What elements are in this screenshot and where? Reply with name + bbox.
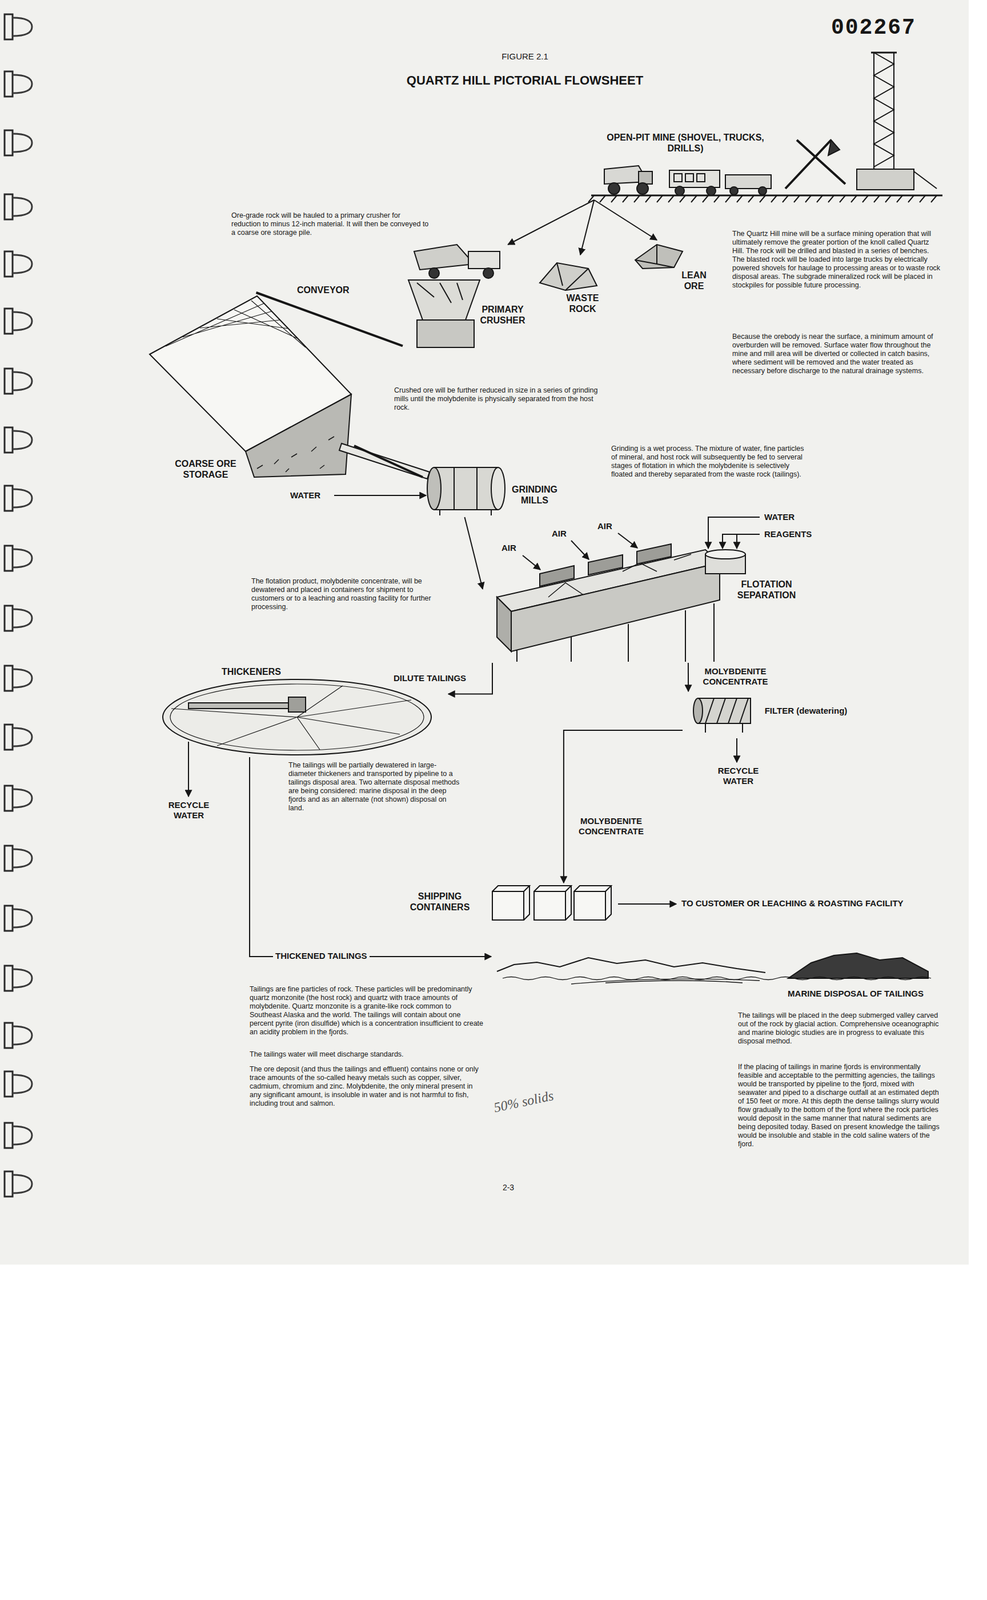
stream-label: DILUTE TAILINGS [379, 672, 480, 684]
stream-label: THICKENED TAILINGS [273, 950, 370, 961]
station-label: WASTE ROCK [556, 292, 609, 315]
note-text: Because the orebody is near the surface,… [732, 332, 941, 376]
stream-label: REAGENTS [764, 528, 828, 540]
stream-label: AIR [597, 520, 624, 532]
process-station: SHIPPING CONTAINERS [402, 882, 615, 921]
binder-rings [4, 14, 32, 1197]
process-station: FILTER (dewatering) [682, 691, 857, 737]
filter-illustration [693, 697, 751, 762]
station-label: LEAN ORE [673, 269, 714, 292]
station-label: THICKENERS [217, 665, 286, 677]
process-station: PRIMARY CRUSHER [402, 244, 530, 357]
flow-arrow [249, 756, 492, 957]
stream-label: RECYCLE WATER [161, 799, 216, 821]
station-label: GRINDING MILLS [508, 483, 561, 506]
crusher-illustration [408, 244, 500, 348]
flow-arrow [464, 516, 484, 589]
process-station: FLOTATION SEPARATION [482, 528, 806, 663]
coarse-ore-pile [149, 295, 430, 479]
station-label: OPEN-PIT MINE (SHOVEL, TRUCKS, DRILLS) [605, 131, 766, 154]
destination-label: TO CUSTOMER OR LEACHING & ROASTING FACIL… [681, 897, 979, 909]
stream-label: RECYCLE WATER [711, 765, 766, 786]
note-text: The ore deposit (and thus the tailings a… [249, 1064, 484, 1108]
note-text: The flotation product, molybdenite conce… [251, 576, 446, 612]
station-label: SHIPPING CONTAINERS [402, 890, 477, 913]
station-label: PRIMARY CRUSHER [476, 303, 529, 326]
stream-label: WATER [764, 511, 816, 523]
station-label: COARSE ORE STORAGE [168, 458, 243, 480]
note-text: Ore-grade rock will be hauled to a prima… [231, 211, 432, 238]
station-label: FLOTATION SEPARATION [729, 578, 804, 601]
flow-arrow [563, 729, 683, 883]
conveyor-belt [354, 445, 423, 477]
flow-arrow [594, 199, 657, 240]
stream-label: AIR [501, 542, 528, 553]
part-label: CONVEYOR [297, 284, 360, 296]
station-label: FILTER (dewatering) [756, 705, 856, 716]
waste-rock-pile [539, 262, 597, 291]
note-text: Grinding is a wet process. The mixture o… [611, 444, 809, 479]
process-station: COARSE ORE STORAGE [145, 292, 355, 484]
note-text: Crushed ore will be further reduced in s… [394, 386, 600, 412]
note-text: The tailings will be partially dewatered… [288, 760, 460, 813]
lean-ore-pile [635, 244, 683, 269]
handwritten-note: 50% solids [492, 1081, 580, 1117]
flow-arrow [507, 199, 595, 245]
note-text: If the placing of tailings in marine fjo… [737, 1062, 944, 1149]
note-text: The tailings water will meet discharge s… [249, 1049, 484, 1059]
stream-label: MOLYBDENITE CONCENTRATE [699, 665, 772, 687]
shipping-containers [492, 885, 677, 920]
station-label: MARINE DISPOSAL OF TAILINGS [771, 988, 941, 999]
note-text: The tailings will be placed in the deep … [737, 1010, 944, 1046]
process-station: GRINDING MILLS [422, 459, 563, 517]
fjord-illustration [496, 952, 932, 984]
process-station: MARINE DISPOSAL OF TAILINGS [491, 942, 943, 1001]
process-station: LEAN ORE [631, 239, 717, 293]
note-text: The Quartz Hill mine will be a surface m… [732, 229, 941, 290]
stream-label: AIR [551, 528, 578, 539]
conveyor-belt [256, 292, 404, 346]
flow-arrow [687, 662, 689, 692]
stream-label: MOLYBDENITE CONCENTRATE [574, 815, 649, 837]
page-number: 2-3 [491, 1182, 526, 1193]
process-station: OPEN-PIT MINE (SHOVEL, TRUCKS, DRILLS) [588, 128, 783, 200]
stream-label: WATER [290, 490, 332, 501]
figure-number: FIGURE 2.1 [467, 51, 583, 62]
flow-arrow [580, 199, 595, 255]
note-text: Tailings are fine particles of rock. The… [249, 984, 484, 1037]
process-station: WASTE ROCK [531, 254, 630, 317]
grinding-mill [427, 467, 505, 516]
page-number: 002267 [831, 14, 957, 42]
figure-title: QUARTZ HILL PICTORIAL FLOWSHEET [239, 73, 811, 88]
